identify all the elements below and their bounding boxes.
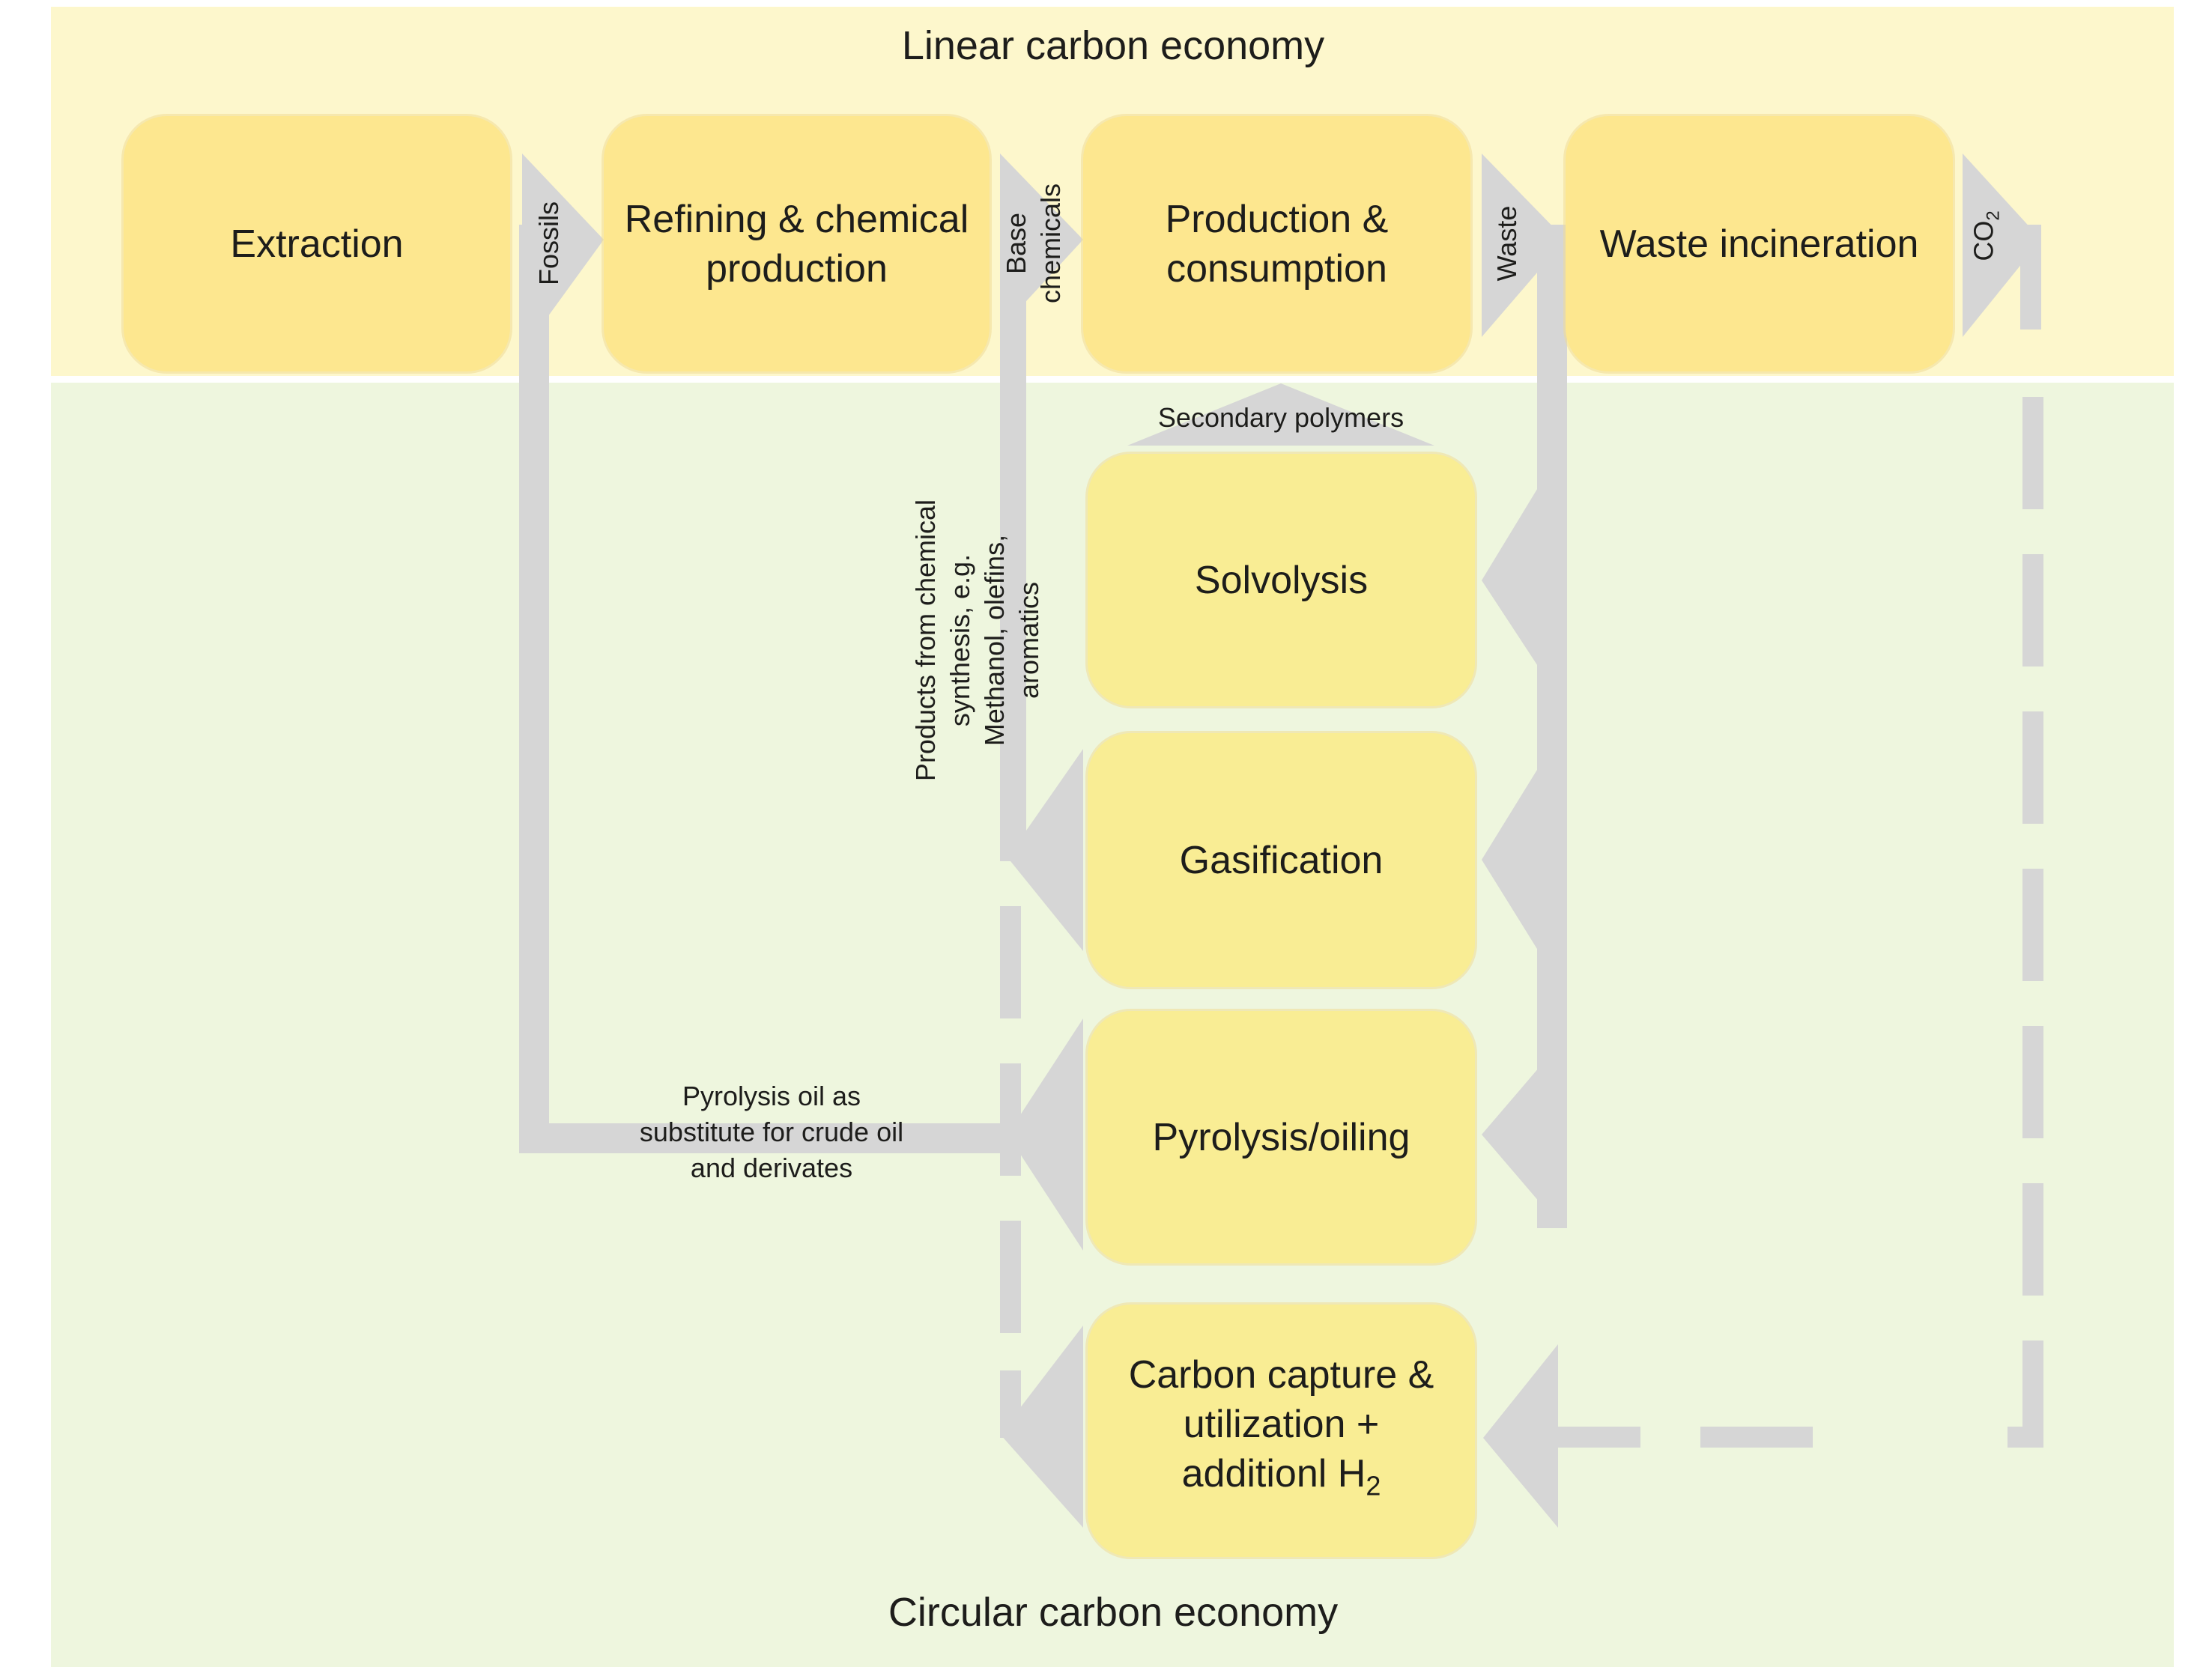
box-label-line: Carbon capture &: [1128, 1353, 1434, 1397]
waste-arrow: [1482, 154, 1566, 337]
products-label: Products from chemical synthesis, e.g. M…: [910, 499, 1044, 782]
co2-arrow: [1963, 154, 2041, 337]
box-label-line: utilization +: [1183, 1403, 1380, 1447]
extraction-box: Extraction: [124, 116, 510, 371]
pyrolysis-oil-arrowhead: [1007, 1018, 1083, 1251]
solvolysis-box: Solvolysis: [1088, 454, 1475, 706]
box-label: Solvolysis: [1194, 558, 1369, 602]
fossils-label: Fossils: [533, 201, 564, 286]
waste-incineration-box: Waste incineration: [1566, 116, 1953, 371]
ccu-outflow-arrowhead: [1000, 1326, 1083, 1528]
box-label-line: consumption: [1166, 246, 1387, 291]
products-arrowhead-gasification: [1007, 749, 1083, 951]
waste-to-solvolysis-arrowhead: [1482, 479, 1543, 674]
subscript: 2: [1366, 1470, 1381, 1501]
box-label-line: additionl H2: [1181, 1452, 1381, 1501]
co2-dashed-return: [1558, 397, 2043, 1448]
pyrolysis-oil-line: [519, 1123, 1013, 1153]
box-label: Waste incineration: [1599, 222, 1919, 266]
pyrolysis-box: Pyrolysis/oiling: [1088, 1011, 1475, 1263]
carbon-capture-box: Carbon capture & utilization + additionl…: [1088, 1305, 1475, 1557]
waste-label: Waste: [1491, 205, 1522, 282]
box-label-line: production: [706, 246, 888, 291]
fossils-return-line: [519, 225, 549, 1150]
waste-to-pyrolysis-arrowhead: [1482, 1041, 1562, 1228]
box-label-line: Refining & chemical: [624, 197, 969, 241]
co2-label: CO2: [1968, 210, 2004, 261]
refining-box: Refining & chemical production: [604, 116, 990, 371]
box-label-line: Production &: [1165, 197, 1389, 241]
box-label: Gasification: [1179, 838, 1384, 882]
co2-to-ccu-arrowhead: [1483, 1344, 1558, 1528]
gasification-box: Gasification: [1088, 733, 1475, 987]
box-label: Extraction: [230, 222, 404, 266]
ccu-dashed-line: [1000, 906, 1021, 1438]
linear-economy-heading: Linear carbon economy: [901, 23, 1325, 68]
box-label: Pyrolysis/oiling: [1152, 1115, 1410, 1159]
base-chemicals-label: Base chemicals: [1001, 183, 1066, 304]
pyrolysis-oil-label: Pyrolysis oil as substitute for crude oi…: [639, 1081, 904, 1183]
circular-economy-heading: Circular carbon economy: [888, 1590, 1339, 1635]
secondary-polymers-label: Secondary polymers: [1157, 402, 1405, 433]
secondary-polymers-arrow: [1127, 383, 1434, 446]
production-consumption-box: Production & consumption: [1083, 116, 1470, 371]
waste-to-gasification-arrowhead: [1482, 760, 1543, 959]
products-line: [1000, 225, 1026, 861]
